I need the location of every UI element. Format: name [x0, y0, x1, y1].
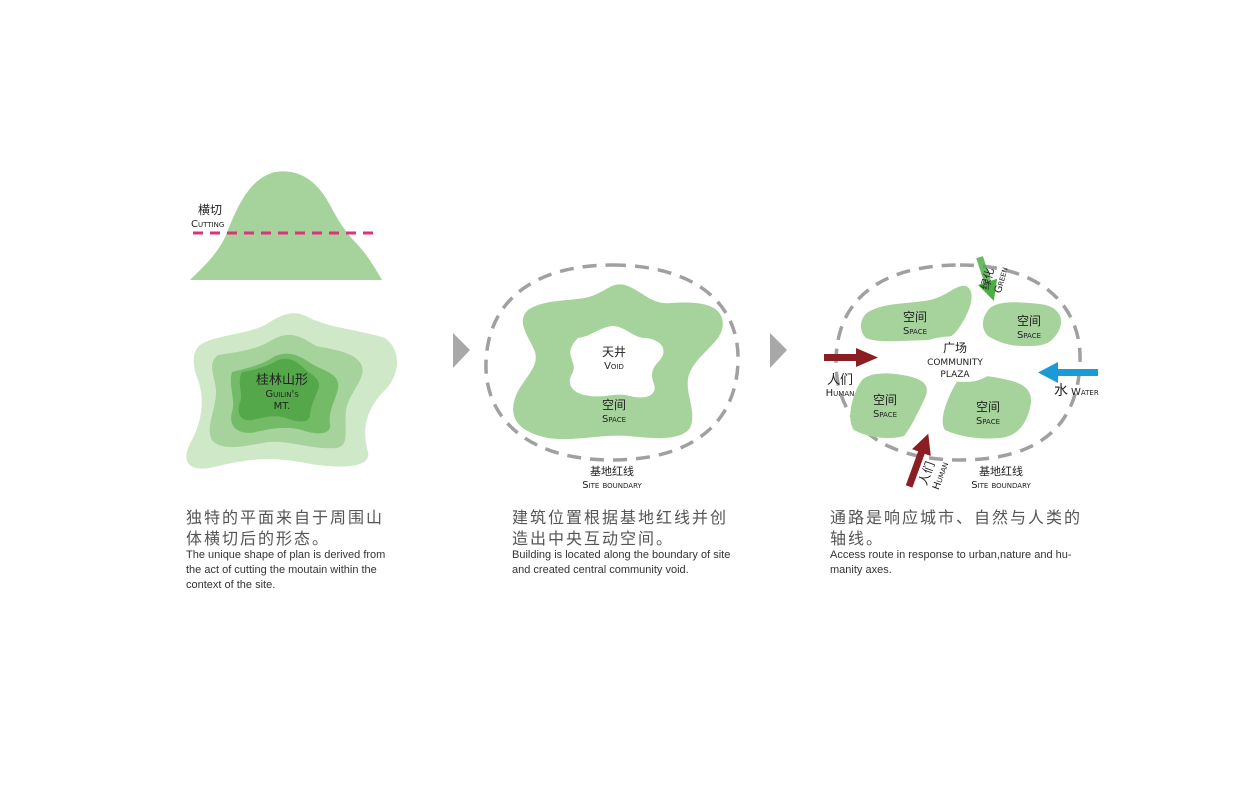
caption-3-en-line2: manity axes. — [830, 564, 892, 576]
mountain-label-cn: 桂林山形 — [256, 373, 308, 388]
caption-3-en-line1: Access route in response to urban,nature… — [830, 549, 1072, 561]
block-top-right — [982, 302, 1062, 346]
caption-1-en-line2: the act of cutting the moutain within th… — [186, 564, 377, 576]
void-courtyard — [569, 326, 664, 398]
panel-mountain-cut: 横切 Cutting 桂林山形 Guilin's MT. — [186, 171, 398, 469]
block-bottom-left — [850, 373, 927, 438]
space-tr-en: Space — [1017, 330, 1041, 341]
void-label-cn: 天井 — [602, 345, 626, 359]
boundary-label-cn: 基地红线 — [590, 464, 634, 478]
arrow-human-left-icon — [824, 348, 878, 367]
space-label-en: Space — [602, 414, 626, 425]
space-br-en: Space — [976, 416, 1000, 427]
caption-1-cn-line1: 独特的平面来自于周围山 — [186, 508, 385, 527]
caption-3-cn-line2: 轴线。 — [830, 529, 885, 548]
arrow-green-icon — [976, 256, 998, 301]
space-label-cn: 空间 — [602, 398, 626, 412]
cut-label-en: Cutting — [191, 219, 224, 230]
community-plaza — [910, 332, 1012, 382]
arrow-human-bottom-icon — [905, 433, 931, 488]
plaza-label-cn: 广场 — [943, 341, 967, 355]
boundary-label-cn: 基地红线 — [979, 464, 1023, 478]
space-tl-cn: 空间 — [903, 310, 927, 324]
contour-core — [238, 358, 320, 422]
space-bl-cn: 空间 — [873, 393, 897, 407]
plaza-label-en1: community — [927, 358, 983, 368]
plaza-label-en2: plaza — [940, 370, 970, 380]
chevron-right-icon — [770, 333, 787, 368]
caption-2-cn-line2: 造出中央互动空间。 — [512, 529, 675, 548]
arrow-water-icon — [1038, 362, 1098, 383]
caption-1-cn-line2: 体横切后的形态。 — [186, 529, 331, 548]
site-boundary — [834, 263, 1082, 462]
block-bottom-right — [942, 375, 1032, 439]
caption-3-cn: 通路是响应城市、自然与人类的 轴线。 — [830, 507, 1082, 549]
caption-3-cn-line1: 通路是响应城市、自然与人类的 — [830, 508, 1083, 527]
human-left-cn: 人们 — [827, 373, 853, 388]
caption-1-en-line3: context of the site. — [186, 579, 276, 591]
void-label-en: Void — [604, 361, 624, 372]
site-boundary — [484, 263, 740, 462]
space-br-cn: 空间 — [976, 400, 1000, 414]
boundary-label-en: Site boundary — [582, 480, 642, 491]
caption-1-cn: 独特的平面来自于周围山 体横切后的形态。 — [186, 507, 384, 549]
chevron-right-icon — [453, 333, 470, 368]
panel-site-void: 天井 Void 空间 Space 基地红线 Site boundary — [484, 263, 740, 491]
caption-2-en-line1: Building is located along the boundary o… — [512, 549, 731, 561]
space-tr-cn: 空间 — [1017, 314, 1041, 328]
water-label-cn: 水 — [1054, 383, 1068, 399]
block-top-left — [860, 285, 972, 342]
cut-label-cn: 横切 — [198, 203, 222, 217]
human-left-en: Human — [826, 388, 855, 399]
mountain-label-en1: Guilin's — [265, 389, 299, 400]
mountain-label-en2: MT. — [274, 401, 291, 412]
caption-2-en-line2: and created central community void. — [512, 564, 689, 576]
water-label-en: Water — [1071, 387, 1099, 398]
caption-2-cn: 建筑位置根据基地红线并创 造出中央互动空间。 — [512, 507, 728, 549]
caption-1-en: The unique shape of plan is derived from… — [186, 548, 416, 593]
mountain-silhouette — [190, 171, 382, 280]
green-label-cn: 绿化 — [978, 266, 997, 291]
caption-2-cn-line1: 建筑位置根据基地红线并创 — [512, 508, 729, 527]
caption-1-en-line1: The unique shape of plan is derived from — [186, 549, 386, 561]
space-tl-en: Space — [903, 326, 927, 337]
caption-2-en: Building is located along the boundary o… — [512, 548, 762, 578]
boundary-label-en: Site boundary — [971, 480, 1031, 491]
panel-access-axes: 广场 community plaza 空间 Space 空间 Space 空间 … — [824, 256, 1099, 491]
space-bl-en: Space — [873, 409, 897, 420]
caption-3-en: Access route in response to urban,nature… — [830, 548, 1100, 578]
